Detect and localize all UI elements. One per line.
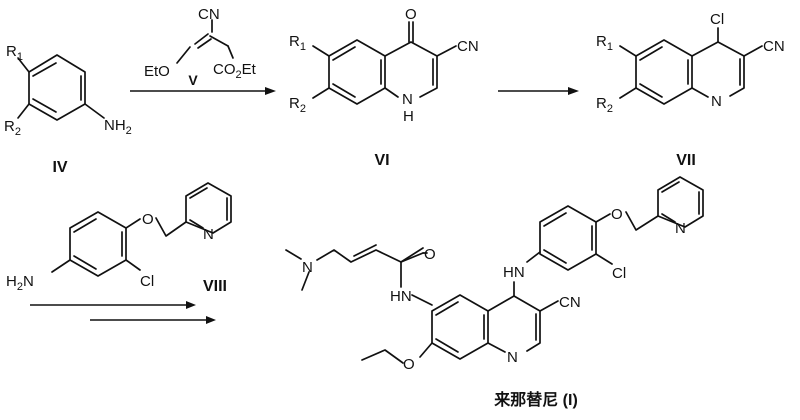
quinoline-cn: CN [763, 38, 785, 55]
ether-oxygen: O [611, 206, 623, 223]
quinolone-n: N [402, 91, 413, 108]
compound-vi-label: VI [374, 152, 389, 169]
compound-viii-label: VIII [203, 278, 227, 295]
r1-group: R1 [596, 33, 613, 53]
r1-group: R1 [6, 43, 23, 63]
quinoline-n: N [711, 93, 722, 110]
dimethylamino-n: N [302, 259, 313, 276]
reagent-cn: CN [198, 6, 220, 23]
reaction-arrow-2 [498, 87, 579, 95]
reagent-ester: CO2Et [213, 61, 257, 81]
reaction-arrow-3 [30, 301, 216, 324]
quinolone-cn: CN [457, 38, 479, 55]
reagent-v-label: V [188, 72, 198, 88]
compound-iv-structure: R1 R2 NH2 [4, 43, 132, 138]
quinolone-h: H [403, 108, 414, 125]
product-cn: CN [559, 294, 581, 311]
amide-nh: HN [390, 288, 412, 305]
r2-group: R2 [596, 95, 613, 115]
amide-oxygen: O [424, 246, 436, 263]
reaction-arrow-1 [130, 87, 276, 95]
quinoline-n: N [507, 349, 518, 366]
r2-group: R2 [4, 118, 21, 138]
pyridine-n: N [203, 226, 214, 243]
chloro-group: Cl [710, 11, 724, 28]
compound-iv-label: IV [52, 159, 67, 176]
quinolone-oxo: O [405, 6, 417, 23]
ethoxy-oxygen: O [403, 356, 415, 373]
compound-vi-structure: O CN N H R1 R2 [289, 6, 479, 125]
compound-i-structure: N O HN HN CN O N Cl O N [285, 176, 704, 373]
amino-group: H2N [6, 273, 34, 293]
compound-vii-structure: Cl CN N R1 R2 [596, 11, 785, 115]
chloro-group: Cl [140, 273, 154, 290]
chloro-group: Cl [612, 265, 626, 282]
r1-group: R1 [289, 33, 306, 53]
anilino-nh: HN [503, 264, 525, 281]
compound-viii-structure: O N Cl H2N [6, 182, 232, 293]
reagent-v-structure: CN EtO CO2Et [144, 6, 257, 81]
reagent-ethoxy: EtO [144, 63, 170, 80]
r2-group: R2 [289, 95, 306, 115]
compound-i-label: 来那替尼 (I) [493, 390, 578, 409]
ether-oxygen: O [142, 211, 154, 228]
pyridine-n: N [675, 220, 686, 237]
amino-group: NH2 [104, 117, 132, 137]
compound-vii-label: VII [676, 152, 696, 169]
